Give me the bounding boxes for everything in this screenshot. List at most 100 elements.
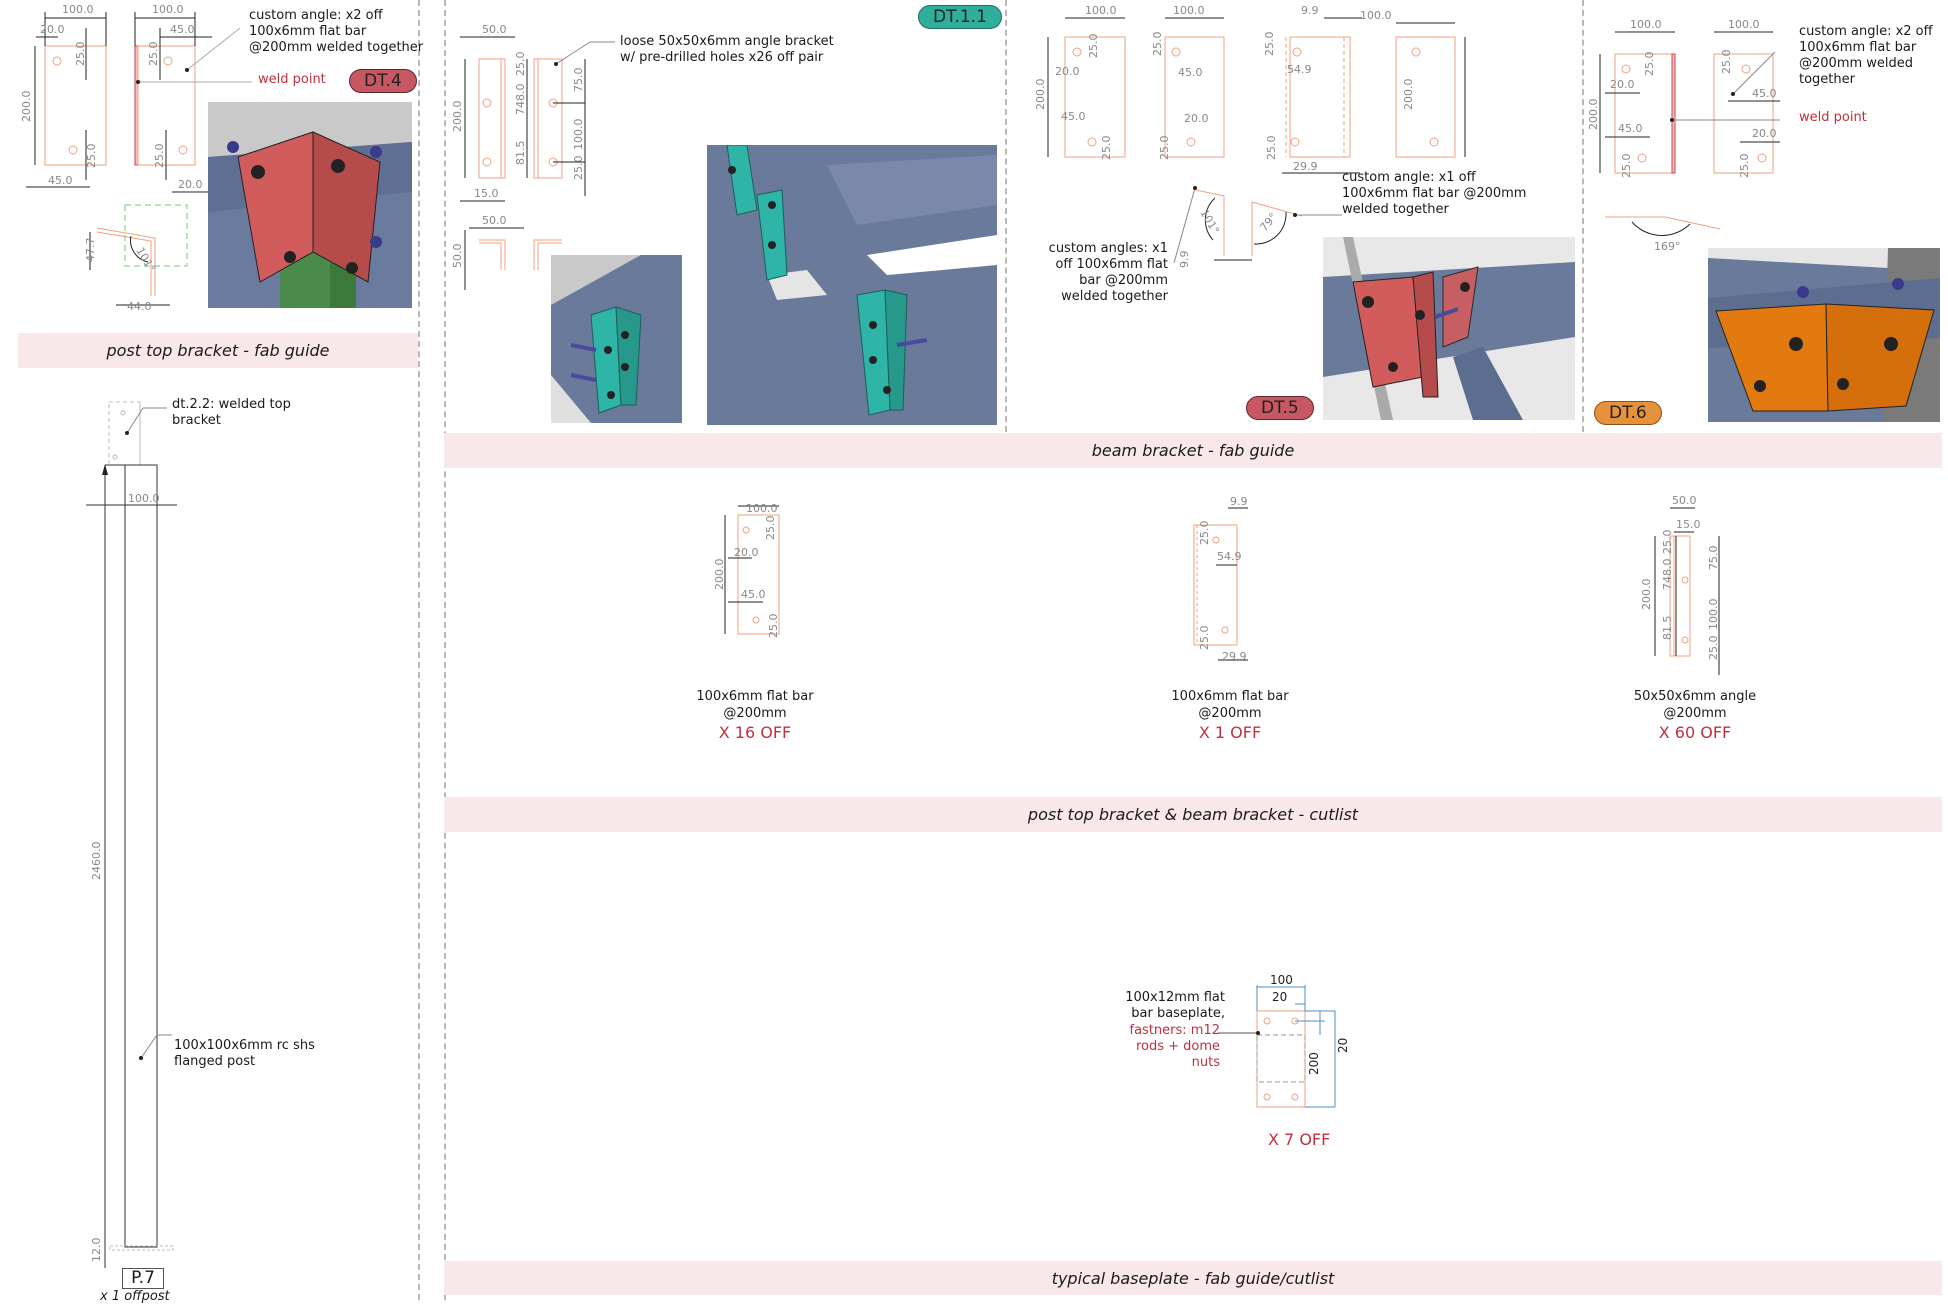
cutlist-item-desc: 50x50x6mm angle (1633, 689, 1757, 704)
cutlist-item-desc: 100x6mm flat bar (1171, 689, 1289, 704)
divider-left-b (444, 0, 446, 1300)
render-dt4-post-top-bracket (208, 102, 412, 308)
angle-label: 101° (1197, 207, 1222, 236)
cutlist-drawing-flat-bar-b: 9.9 25.0 54.9 25.0 29.9 (1193, 495, 1248, 663)
dim-label: 20 (1336, 1038, 1350, 1053)
dim-label: 50.0 (1672, 494, 1697, 507)
dim-label: 25.0 (1643, 52, 1656, 77)
dim-label: 45.0 (1178, 66, 1203, 79)
note-baseplate-line2: bar baseplate, (1131, 1006, 1225, 1021)
dim-label: 9.9 (1230, 495, 1248, 508)
dim-label: 25.0 (1158, 136, 1171, 161)
divider-dt11-dt5 (1005, 0, 1007, 432)
dim-label: 25.0 (147, 42, 160, 67)
note-flanged-post: 100x100x6mm rc shs flanged post (174, 1038, 315, 1069)
dim-label: 15.0 (474, 187, 499, 200)
cutlist-drawing-flat-bar-a: 100.0 25.0 20.0 200.0 45.0 25.0 (713, 502, 780, 639)
note-fasteners: fastners: m12 rods + dome nuts (1129, 1023, 1221, 1070)
dim-label: 25.0 (1198, 626, 1211, 651)
dim-label: 100.0 (746, 502, 778, 515)
dim-label: 81.5 (514, 141, 527, 166)
dim-label: 100.0 (1360, 9, 1392, 22)
cutlist-drawing-angle: 50.0 15.0 25.0 748.0 200.0 81.5 75.0 100… (1640, 494, 1720, 675)
dim-label: 100.0 (1085, 4, 1117, 17)
dim-label: 25.0 (1151, 32, 1164, 57)
render-dt11-overview (707, 145, 997, 425)
dim-label: 20.0 (1610, 78, 1635, 91)
dim-label: 25.0 (153, 144, 166, 169)
dim-label: 25.0 (1198, 521, 1211, 546)
dim-label: 20.0 (1055, 65, 1080, 78)
dim-label: 15.0 (1676, 518, 1701, 531)
dim-label: 25.0 (74, 42, 87, 67)
baseplate-qty: X 7 OFF (1268, 1130, 1331, 1149)
dim-label: 20.0 (40, 23, 65, 36)
dim-label: 100.0 (152, 3, 184, 16)
dim-label: 20.0 (1184, 112, 1209, 125)
dim-label: 20.0 (178, 178, 203, 191)
note-loose-angle-bracket: loose 50x50x6mm angle bracket w/ pre-dri… (620, 34, 834, 65)
note-weld-point-dt6: weld point (1799, 110, 1867, 125)
dim-label: 45.0 (741, 588, 766, 601)
cutlist-item-desc: @200mm (723, 706, 787, 721)
baseplate-leader (1218, 1031, 1260, 1035)
dim-label: 25.0 (1720, 50, 1733, 75)
dim-label: 45.0 (48, 174, 73, 187)
dim-label: 45.0 (1618, 122, 1643, 135)
post-elevation-drawing: 100.0 2460.0 12.0 (86, 401, 177, 1268)
dt11-drawing: 50.0 200.0 15.0 25.0 748.0 81.5 75.0 100… (451, 23, 615, 290)
dim-label: 25.0 (1100, 136, 1113, 161)
dim-label: 12.0 (90, 1238, 103, 1263)
cutlist-item-qty: X 16 OFF (718, 723, 792, 742)
dim-label: 25.0 (1263, 32, 1276, 57)
dim-label: 748.0 (514, 84, 527, 116)
post-tag-p7: P.7 (122, 1268, 164, 1289)
dim-label: 47.7 (84, 238, 97, 263)
cutlist-item-qty: X 60 OFF (1658, 723, 1732, 742)
cutlist-item: 50x50x6mm angle @200mm X 60 OFF (1610, 688, 1780, 744)
badge-dt11: DT.1.1 (918, 5, 1002, 29)
dim-label: 200.0 (1034, 79, 1047, 111)
dim-label: 54.9 (1217, 550, 1242, 563)
dim-label: 29.9 (1222, 650, 1247, 663)
note-custom-angle: custom angle: x2 off 100x6mm flat bar @2… (249, 8, 424, 55)
dim-label: 748.0 (1661, 559, 1674, 591)
angle-label: 169° (1654, 240, 1681, 253)
note-custom-angle-right: custom angle: x1 off 100x6mm flat bar @2… (1342, 170, 1527, 217)
dim-label: 25.0 (767, 614, 780, 639)
dim-label: 44.0 (127, 300, 152, 313)
banner-post-top-bracket: post top bracket - fab guide (18, 333, 418, 368)
dim-label: 100.0 (1173, 4, 1205, 17)
dim-label: 25.0 (85, 144, 98, 169)
dim-label: 200.0 (451, 101, 464, 133)
dim-label: 25.0 (1265, 136, 1278, 161)
dim-label: 50.0 (451, 244, 464, 269)
note-welded-top-bracket: dt.2.2: welded top bracket (172, 397, 291, 428)
dim-label: 2460.0 (90, 842, 103, 881)
dim-label: 75.0 (572, 68, 585, 93)
note-baseplate: 100x12mm flat bar baseplate, (1100, 990, 1225, 1022)
dim-label: 45.0 (1752, 87, 1777, 100)
dim-label: 200.0 (1587, 99, 1600, 131)
dim-label: 25.0 (1087, 34, 1100, 59)
dim-label: 54.9 (1287, 63, 1312, 76)
badge-dt4: DT.4 (349, 69, 417, 93)
dim-label: 100.0 (62, 3, 94, 16)
dim-label: 50.0 (482, 214, 507, 227)
cutlist-item: 100x6mm flat bar @200mm X 16 OFF (670, 688, 840, 744)
note-custom-angle-dt6: custom angle: x2 off 100x6mm flat bar @2… (1799, 24, 1933, 87)
dim-label: 100.0 (1707, 599, 1720, 631)
dim-label: 25.0 (514, 52, 527, 77)
dim-label: 200.0 (1640, 579, 1653, 611)
dim-label: 81.5 (1661, 616, 1674, 641)
note-baseplate-line1: 100x12mm flat (1125, 990, 1225, 1005)
dim-label: 200 (1307, 1052, 1321, 1075)
banner-baseplate: typical baseplate - fab guide/cutlist (444, 1261, 1942, 1295)
cutlist-item: 100x6mm flat bar @200mm X 1 OFF (1145, 688, 1315, 744)
dim-label: 50.0 (482, 23, 507, 36)
angle-label: 79° (1257, 211, 1279, 234)
dim-label: 9.9 (1178, 251, 1191, 269)
dim-label: 100.0 (1728, 18, 1760, 31)
dim-label: 45.0 (1061, 110, 1086, 123)
dim-label: 20.0 (1752, 127, 1777, 140)
